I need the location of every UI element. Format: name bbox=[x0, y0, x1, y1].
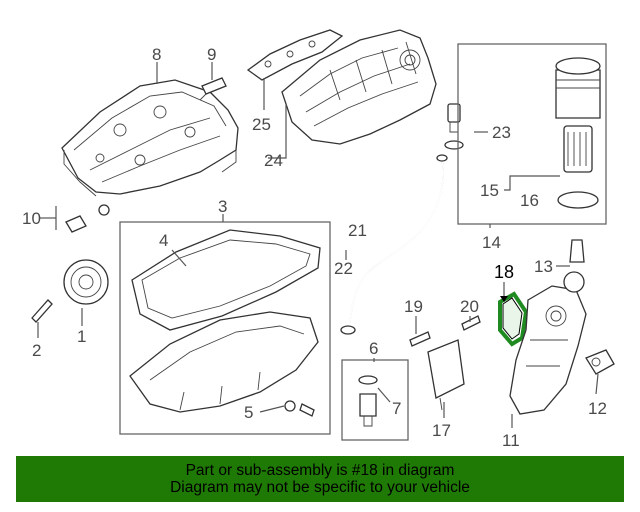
callout-16: 16 bbox=[520, 191, 539, 210]
info-banner: Part or sub-assembly is #18 in diagram D… bbox=[16, 456, 624, 502]
callout-22: 22 bbox=[334, 259, 353, 278]
box-3 bbox=[119, 221, 331, 435]
callout-20: 20 bbox=[460, 297, 479, 316]
callout-24: 24 bbox=[264, 151, 283, 170]
part-25-gasket bbox=[246, 29, 344, 81]
part-10-sensor bbox=[65, 204, 110, 233]
callout-13: 13 bbox=[534, 257, 553, 276]
part-12-gasket bbox=[585, 349, 615, 375]
callout-15: 15 bbox=[480, 181, 499, 200]
part-15-filter-element bbox=[563, 125, 593, 173]
callout-2: 2 bbox=[32, 341, 41, 360]
part-19-bolt bbox=[409, 331, 431, 347]
box-14 bbox=[457, 43, 607, 225]
callout-4: 4 bbox=[159, 231, 168, 250]
part-18-gasket-highlighted[interactable] bbox=[498, 291, 529, 347]
part-17-solenoid bbox=[427, 339, 465, 411]
part-20-bolt bbox=[461, 315, 481, 331]
callout-3: 3 bbox=[218, 197, 227, 216]
part-1-pulley bbox=[63, 259, 109, 305]
banner-line-1: Part or sub-assembly is #18 in diagram bbox=[185, 462, 455, 479]
part-8-housing bbox=[61, 79, 239, 197]
callout-17: 17 bbox=[432, 421, 451, 440]
part-24-intake-manifold bbox=[281, 29, 437, 145]
part-23-sensor bbox=[444, 103, 464, 150]
part-11-filter-housing bbox=[509, 271, 587, 415]
part-13-sensor bbox=[569, 239, 585, 263]
callout-23: 23 bbox=[492, 123, 511, 142]
callout-18[interactable]: 18 bbox=[494, 262, 514, 282]
callout-10: 10 bbox=[22, 209, 41, 228]
part-5-drain-plug bbox=[284, 400, 315, 417]
callout-6: 6 bbox=[369, 339, 378, 358]
part-21-dipstick-tube bbox=[340, 154, 448, 335]
part-9-sensor bbox=[199, 77, 227, 101]
callout-25: 25 bbox=[252, 115, 271, 134]
part-2-bolt bbox=[31, 299, 53, 323]
part-14-oil-filter bbox=[555, 57, 601, 119]
callout-8: 8 bbox=[152, 45, 161, 64]
callout-1: 1 bbox=[77, 327, 86, 346]
callout-9: 9 bbox=[207, 45, 216, 64]
part-7-level-sensor bbox=[358, 375, 378, 427]
part-4-gasket bbox=[131, 229, 321, 331]
callout-19: 19 bbox=[404, 297, 423, 316]
parts-diagram: 8 9 25 24 23 10 3 4 21 22 15 16 14 13 18… bbox=[22, 29, 615, 450]
callout-labels: 8 9 25 24 23 10 3 4 21 22 15 16 14 13 18… bbox=[22, 45, 607, 450]
callout-14: 14 bbox=[482, 233, 501, 252]
callout-5: 5 bbox=[244, 403, 253, 422]
callout-12: 12 bbox=[588, 399, 607, 418]
banner-line-2: Diagram may not be specific to your vehi… bbox=[170, 479, 470, 496]
box-6 bbox=[341, 359, 409, 441]
part-3-oil-pan bbox=[129, 311, 319, 413]
part-16-o-ring bbox=[557, 191, 599, 209]
leader-lines bbox=[37, 62, 599, 428]
callout-7: 7 bbox=[392, 399, 401, 418]
callout-11: 11 bbox=[502, 431, 520, 450]
callout-21: 21 bbox=[348, 221, 367, 240]
